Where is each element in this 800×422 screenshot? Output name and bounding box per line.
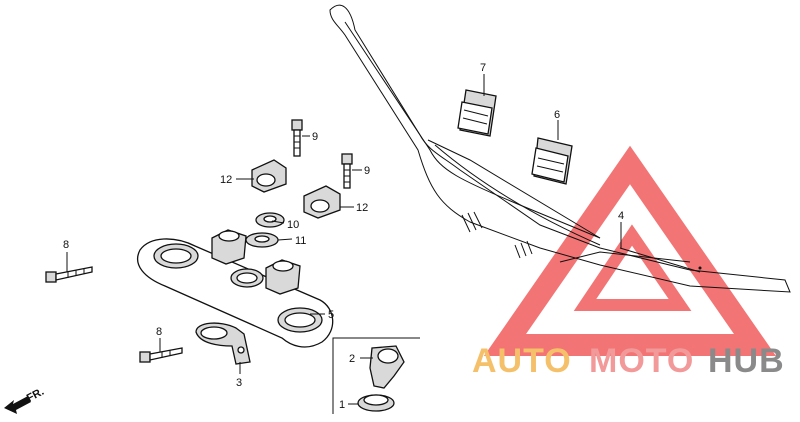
bolt-part-8a <box>45 266 93 283</box>
callout-5: 5 <box>328 309 334 321</box>
pad-part-6 <box>531 137 573 185</box>
callout-9-bottom: 9 <box>364 165 370 177</box>
front-direction-arrow: FR. <box>4 386 46 414</box>
callout-2: 2 <box>349 353 355 365</box>
holder-part-12b <box>303 185 341 219</box>
clamp-part-3 <box>195 322 251 365</box>
watermark-text: AUTO MOTO HUB <box>472 342 785 380</box>
grommet-part-1 <box>357 394 395 412</box>
callout-12-right: 12 <box>356 202 368 214</box>
callout-10: 10 <box>287 219 299 231</box>
callout-9-top: 9 <box>312 131 318 143</box>
callout-11: 11 <box>295 235 306 247</box>
watermark-logo <box>483 145 777 356</box>
watermark-word-moto: MOTO <box>589 342 694 380</box>
callout-7: 7 <box>480 62 486 74</box>
watermark-word-hub: HUB <box>708 342 785 380</box>
washer-part-10 <box>255 212 285 228</box>
callout-3: 3 <box>236 377 242 389</box>
bolt-part-9a <box>291 119 303 157</box>
watermark-triangle-outer <box>483 145 777 356</box>
bolt-part-8b <box>139 347 183 363</box>
callout-8-left: 8 <box>63 239 69 251</box>
callout-1: 1 <box>339 399 345 411</box>
washer-part-11 <box>245 232 279 248</box>
inset-box <box>332 337 420 414</box>
top-bridge-part-5 <box>137 229 334 348</box>
front-direction-label: FR. <box>25 386 46 405</box>
callout-6: 6 <box>554 109 560 121</box>
watermark-word-auto: AUTO <box>472 342 572 380</box>
watermark-triangle-inner <box>573 224 692 311</box>
guide-part-2 <box>369 345 405 389</box>
handlebar-part <box>329 4 791 293</box>
leader-lines <box>66 74 622 405</box>
callout-12-left: 12 <box>220 174 232 186</box>
holder-part-12a <box>251 159 287 193</box>
callout-4: 4 <box>618 210 624 222</box>
bolt-part-9b <box>341 153 353 189</box>
pad-part-7 <box>457 89 497 137</box>
callout-8-bottom: 8 <box>156 326 162 338</box>
